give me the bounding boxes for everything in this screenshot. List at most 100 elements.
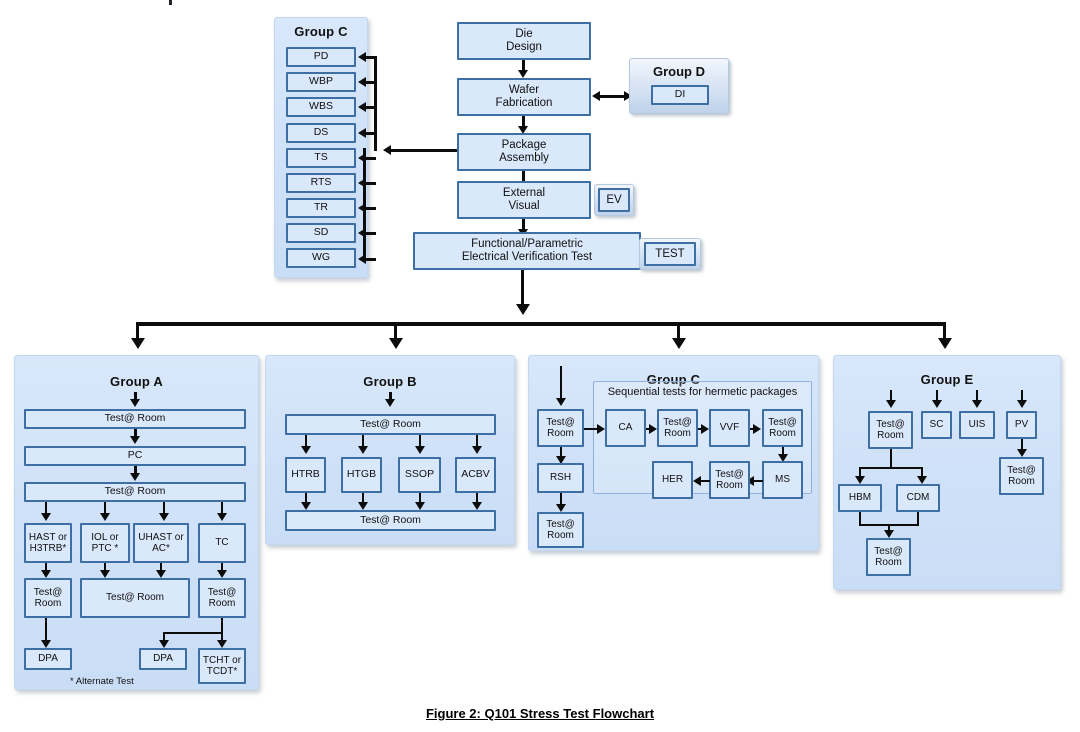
group-c-seq-vvf[interactable]: VVF bbox=[709, 409, 750, 447]
group-a-test-room-mid[interactable]: Test@ Room bbox=[80, 578, 190, 618]
group-e-cdm[interactable]: CDM bbox=[896, 484, 940, 512]
main-bus-arrow-b bbox=[389, 338, 403, 349]
group-c-item-rts[interactable]: RTS bbox=[286, 173, 356, 193]
group-b-fan-4 bbox=[476, 435, 478, 449]
group-b-test-room-top[interactable]: Test@ Room bbox=[285, 414, 496, 435]
group-e-arrow-hbm bbox=[855, 476, 865, 484]
group-c-item-ds[interactable]: DS bbox=[286, 123, 356, 143]
group-e-test-room-bottom[interactable]: Test@ Room bbox=[866, 538, 911, 576]
group-c-arrow-pd bbox=[358, 52, 366, 62]
group-b-stress-acbv[interactable]: ACBV bbox=[455, 457, 496, 493]
group-a-dpa-mid[interactable]: DPA bbox=[139, 648, 187, 670]
group-e-uis[interactable]: UIS bbox=[959, 411, 995, 439]
group-c-seq-ca[interactable]: CA bbox=[605, 409, 646, 447]
group-a-right-drop bbox=[221, 618, 223, 644]
main-bus-arrow-a bbox=[131, 338, 145, 349]
group-c-branch-wg bbox=[366, 258, 376, 261]
group-c-bus-vertical-a bbox=[374, 56, 377, 151]
node-external-visual[interactable]: External Visual bbox=[457, 181, 591, 219]
group-b-arrow-title-to-test1 bbox=[385, 399, 395, 407]
group-b-test-room-bottom[interactable]: Test@ Room bbox=[285, 510, 496, 531]
group-a-right-split-left bbox=[163, 632, 165, 644]
group-c-item-tr[interactable]: TR bbox=[286, 198, 356, 218]
group-a-line-hast-test bbox=[45, 563, 47, 574]
line-wafer-to-package bbox=[522, 116, 525, 128]
group-c-seq-her[interactable]: HER bbox=[652, 461, 693, 499]
group-a-arrow-dpa-mid bbox=[159, 640, 169, 648]
group-c-item-pd[interactable]: PD bbox=[286, 47, 356, 67]
group-a-pc[interactable]: PC bbox=[24, 446, 246, 466]
group-c-line-test2-to-ms bbox=[782, 447, 784, 459]
node-functional-test[interactable]: Functional/Parametric Electrical Verific… bbox=[413, 232, 641, 270]
group-a-stress-tc[interactable]: TC bbox=[198, 523, 246, 563]
group-c-item-wbs[interactable]: WBS bbox=[286, 97, 356, 117]
group-c-hermetic-subtitle: Sequential tests for hermetic packages bbox=[607, 386, 798, 398]
group-a-arrow-test-dpa-left bbox=[41, 640, 51, 648]
group-b-join-arrow-4 bbox=[472, 502, 482, 510]
node-package-assembly[interactable]: Package Assembly bbox=[457, 133, 591, 171]
group-c-arrow-tr bbox=[358, 203, 366, 213]
callout-ev[interactable]: EV bbox=[594, 184, 634, 216]
callout-test[interactable]: TEST bbox=[639, 238, 701, 270]
arrow-wafer-side bbox=[592, 91, 600, 101]
group-c-bottom-arrow-rsh-exit bbox=[556, 504, 566, 512]
group-a-fan-arrow-1 bbox=[41, 513, 51, 521]
group-b-join-1 bbox=[305, 493, 307, 505]
group-c-seq-test-1[interactable]: Test@ Room bbox=[657, 409, 698, 447]
group-a-fan-arrow-4 bbox=[217, 513, 227, 521]
group-c-item-sd[interactable]: SD bbox=[286, 223, 356, 243]
group-c-bottom-title: Group C bbox=[646, 372, 701, 387]
group-a-right-split bbox=[163, 632, 223, 634]
group-b-stress-ssop[interactable]: SSOP bbox=[398, 457, 441, 493]
group-c-seq-test-3[interactable]: Test@ Room bbox=[709, 461, 750, 499]
group-c-seq-test-2[interactable]: Test@ Room bbox=[762, 409, 803, 447]
group-c-item-wg[interactable]: WG bbox=[286, 248, 356, 268]
main-bus-drop bbox=[521, 270, 524, 310]
group-a-test-room-1[interactable]: Test@ Room bbox=[24, 409, 246, 429]
group-b-stress-htgb[interactable]: HTGB bbox=[341, 457, 382, 493]
group-e-entry-arrow-3 bbox=[972, 400, 982, 408]
group-b-stress-htrb[interactable]: HTRB bbox=[285, 457, 326, 493]
group-a-arrow-tc-test bbox=[217, 570, 227, 578]
arrow-die-to-wafer bbox=[518, 70, 528, 78]
node-wafer-fabrication[interactable]: Wafer Fabrication bbox=[457, 78, 591, 116]
group-e-test-room-pv[interactable]: Test@ Room bbox=[999, 457, 1044, 495]
group-e-pv[interactable]: PV bbox=[1006, 411, 1037, 439]
page-speck bbox=[169, 0, 172, 5]
group-a-stress-hast[interactable]: HAST or H3TRB* bbox=[24, 523, 72, 563]
group-c-branch-pd bbox=[366, 56, 376, 59]
group-c-arrow-ca-to-test bbox=[649, 424, 657, 434]
group-b-fan-arrow-1 bbox=[301, 446, 311, 454]
group-a-test-room-2[interactable]: Test@ Room bbox=[24, 482, 246, 502]
group-a-stress-uhast[interactable]: UHAST or AC* bbox=[133, 523, 189, 563]
node-die-design[interactable]: Die Design bbox=[457, 22, 591, 60]
main-bus-drop-arrow bbox=[516, 304, 530, 315]
group-e-test-room-top[interactable]: Test@ Room bbox=[868, 411, 913, 449]
group-d-item-di[interactable]: DI bbox=[651, 85, 709, 105]
arrow-groupd-side bbox=[624, 91, 632, 101]
group-b-join-arrow-3 bbox=[415, 502, 425, 510]
group-c-bottom-rsh[interactable]: RSH bbox=[537, 463, 584, 493]
group-d-panel: Group D DI bbox=[629, 58, 729, 114]
group-c-item-ts[interactable]: TS bbox=[286, 148, 356, 168]
group-a-stress-iol[interactable]: IOL or PTC * bbox=[80, 523, 130, 563]
group-e-sc[interactable]: SC bbox=[921, 411, 952, 439]
group-c-bottom-line-entry-rsh bbox=[560, 447, 562, 461]
group-c-item-wbp[interactable]: WBP bbox=[286, 72, 356, 92]
group-c-bottom-test-entry[interactable]: Test@ Room bbox=[537, 409, 584, 447]
group-c-arrow-wg bbox=[358, 254, 366, 264]
group-b-join-arrow-2 bbox=[358, 502, 368, 510]
group-c-bottom-test-exit[interactable]: Test@ Room bbox=[537, 512, 584, 548]
group-a-test-room-left[interactable]: Test@ Room bbox=[24, 578, 72, 618]
group-b-join-2 bbox=[362, 493, 364, 505]
group-a-fan-1 bbox=[45, 502, 47, 516]
group-a-dpa-left[interactable]: DPA bbox=[24, 648, 72, 670]
group-e-hbm[interactable]: HBM bbox=[838, 484, 882, 512]
group-a-test-room-right[interactable]: Test@ Room bbox=[198, 578, 246, 618]
group-e-entry-arrow-1 bbox=[886, 400, 896, 408]
group-e-entry-arrow-2 bbox=[932, 400, 942, 408]
group-a-title: Group A bbox=[110, 374, 163, 389]
group-a-tcht[interactable]: TCHT or TCDT* bbox=[198, 648, 246, 684]
main-bus-arrow-e bbox=[938, 338, 952, 349]
group-c-seq-ms[interactable]: MS bbox=[762, 461, 803, 499]
